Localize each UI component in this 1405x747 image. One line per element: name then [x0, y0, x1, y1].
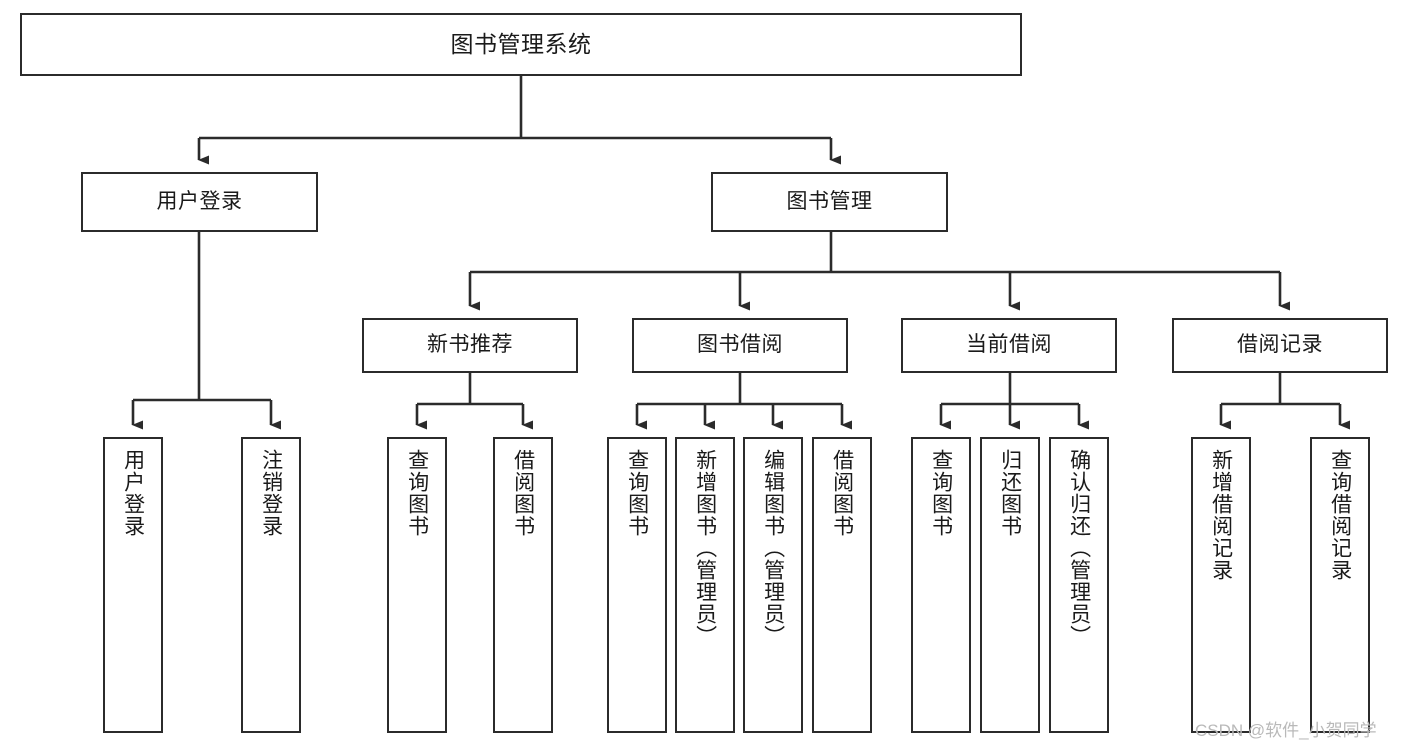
leaf-borrow-borrow-book[interactable]: 借阅图书 — [812, 437, 872, 733]
leaf-user-login-signin-label: 用户登录 — [121, 449, 145, 537]
leaf-new-book-borrow-label: 借阅图书 — [511, 449, 535, 537]
node-user-login[interactable]: 用户登录 — [81, 172, 318, 232]
node-book-borrow[interactable]: 图书借阅 — [632, 318, 848, 373]
leaf-user-login-signout[interactable]: 注销登录 — [241, 437, 301, 733]
leaf-user-login-signin[interactable]: 用户登录 — [103, 437, 163, 733]
leaf-borrow-add-book-admin[interactable]: 新增图书（管理员） — [675, 437, 735, 733]
leaf-current-query-book[interactable]: 查询图书 — [911, 437, 971, 733]
leaf-current-confirm-return-admin[interactable]: 确认归还（管理员） — [1049, 437, 1109, 733]
node-current-borrow[interactable]: 当前借阅 — [901, 318, 1117, 373]
node-root[interactable]: 图书管理系统 — [20, 13, 1022, 76]
node-book-management-label: 图书管理 — [786, 189, 873, 213]
leaf-borrow-edit-book-admin-label: 编辑图书（管理员） — [761, 449, 785, 647]
node-borrow-record-label: 借阅记录 — [1237, 333, 1323, 357]
leaf-new-book-query[interactable]: 查询图书 — [387, 437, 447, 733]
node-borrow-record[interactable]: 借阅记录 — [1172, 318, 1388, 373]
leaf-user-login-signout-label: 注销登录 — [259, 449, 283, 537]
leaf-borrow-add-book-admin-label: 新增图书（管理员） — [693, 449, 717, 647]
leaf-record-add-label: 新增借阅记录 — [1209, 449, 1233, 581]
leaf-borrow-query-book[interactable]: 查询图书 — [607, 437, 667, 733]
leaf-current-return-book[interactable]: 归还图书 — [980, 437, 1040, 733]
leaf-current-confirm-return-admin-label: 确认归还（管理员） — [1067, 449, 1091, 647]
leaf-current-query-book-label: 查询图书 — [929, 449, 953, 537]
node-book-borrow-label: 图书借阅 — [697, 333, 783, 357]
node-new-book-recommend[interactable]: 新书推荐 — [362, 318, 578, 373]
leaf-borrow-borrow-book-label: 借阅图书 — [830, 449, 854, 537]
node-new-book-recommend-label: 新书推荐 — [427, 333, 513, 357]
node-user-login-label: 用户登录 — [156, 189, 243, 213]
leaf-record-add[interactable]: 新增借阅记录 — [1191, 437, 1251, 733]
node-root-label: 图书管理系统 — [450, 30, 592, 57]
node-current-borrow-label: 当前借阅 — [966, 333, 1052, 357]
leaf-new-book-query-label: 查询图书 — [405, 449, 429, 537]
watermark: CSDN @软件_小贺同学 — [1195, 721, 1377, 740]
leaf-record-query[interactable]: 查询借阅记录 — [1310, 437, 1370, 733]
leaf-borrow-query-book-label: 查询图书 — [625, 449, 649, 537]
node-book-management[interactable]: 图书管理 — [711, 172, 948, 232]
leaf-new-book-borrow[interactable]: 借阅图书 — [493, 437, 553, 733]
leaf-current-return-book-label: 归还图书 — [998, 449, 1022, 537]
leaf-record-query-label: 查询借阅记录 — [1328, 449, 1352, 581]
leaf-borrow-edit-book-admin[interactable]: 编辑图书（管理员） — [743, 437, 803, 733]
